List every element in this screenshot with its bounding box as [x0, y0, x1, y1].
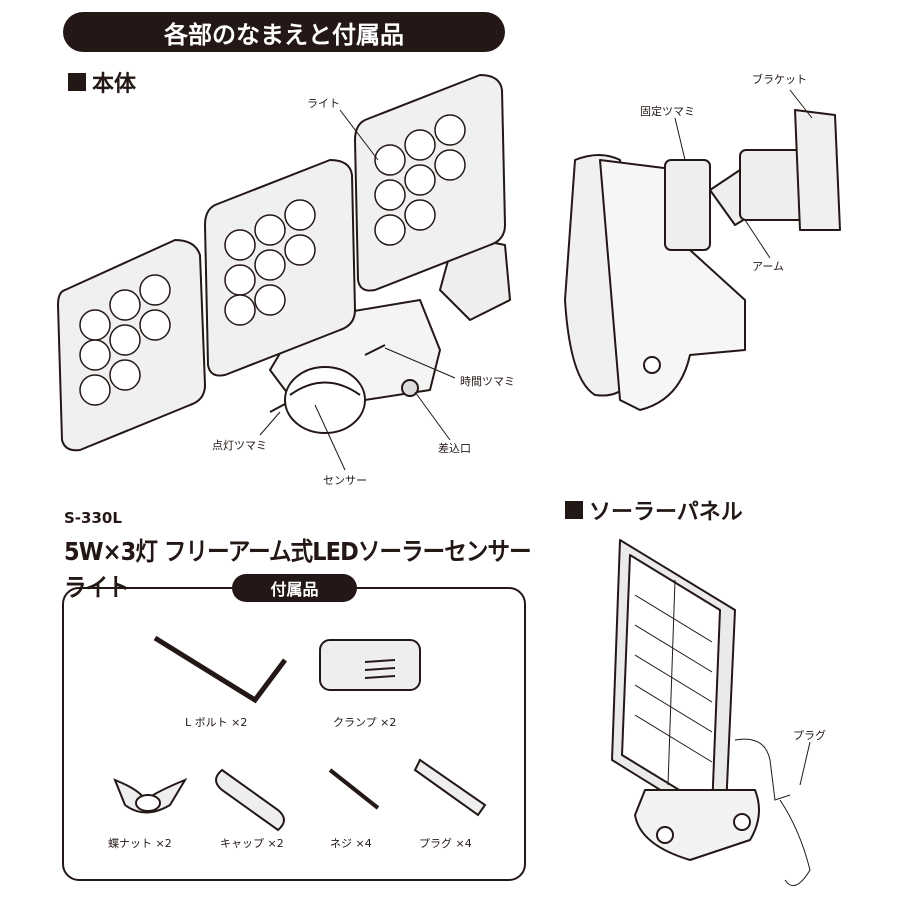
square-bullet-icon [565, 501, 583, 519]
label-fixing-knob: 固定ツマミ [640, 105, 695, 118]
body-section-heading: 本体 [68, 66, 136, 98]
body-section-title: 本体 [92, 72, 137, 97]
label-sensor: センサー [323, 474, 367, 487]
product-name: 5W×3灯 フリーアーム式LEDソーラーセンサーライト [64, 537, 532, 602]
page-title: 各部のなまえと付属品 [164, 20, 404, 49]
label-bracket: ブラケット [752, 73, 807, 86]
accessory-label-wing-nut: 蝶ナット ×2 [108, 837, 172, 850]
square-bullet-icon [68, 73, 86, 91]
label-socket: 差込口 [438, 442, 471, 455]
label-light: ライト [307, 97, 340, 110]
accessory-label-screw: ネジ ×4 [330, 837, 372, 850]
accessory-label-plug: プラグ ×4 [419, 837, 472, 850]
header-banner: 各部のなまえと付属品 [63, 12, 505, 52]
label-time-knob: 時間ツマミ [460, 375, 515, 388]
accessory-label-clamp: クランプ ×2 [333, 716, 397, 729]
product-model: S-330L [64, 509, 122, 527]
accessory-label-l-bolt: L ボルト ×2 [185, 716, 248, 729]
accessory-label-cap: キャップ ×2 [220, 837, 284, 850]
label-arm: アーム [752, 260, 785, 273]
label-plug: プラグ [793, 729, 826, 742]
accessories-banner: 付属品 [232, 574, 357, 602]
label-lighting-knob: 点灯ツマミ [212, 439, 267, 452]
accessories-title: 付属品 [270, 580, 319, 599]
solar-section-title: ソーラーパネル [589, 500, 743, 525]
solar-section-heading: ソーラーパネル [565, 494, 743, 526]
